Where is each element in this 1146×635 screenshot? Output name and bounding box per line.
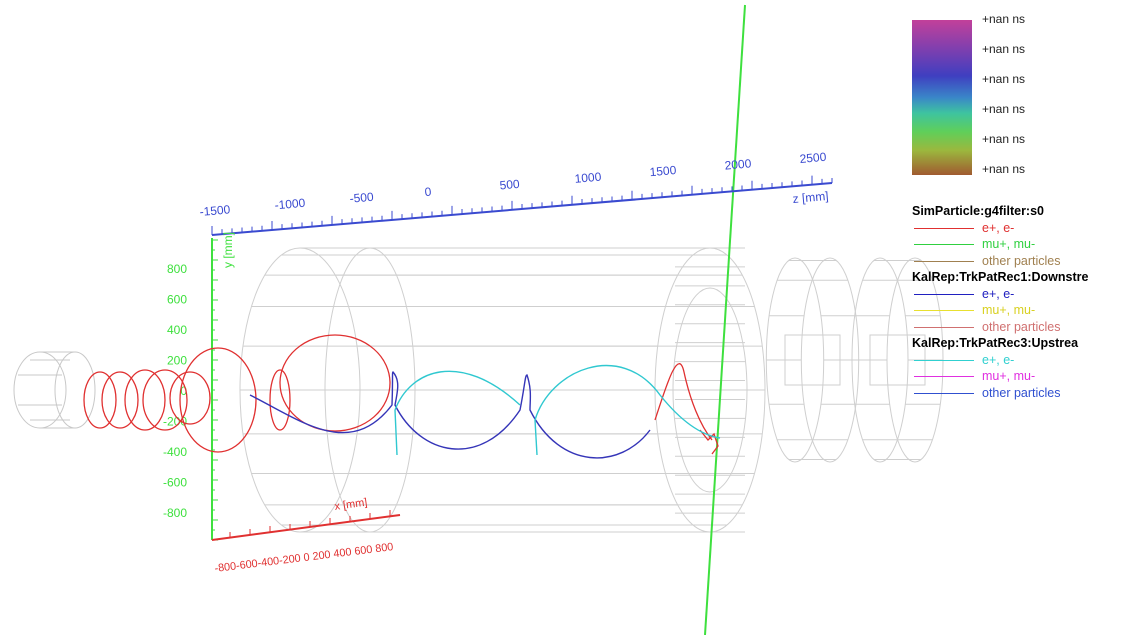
legend-item[interactable]: other particles xyxy=(912,385,1146,402)
x-axis-tick-labels: -800-600-400-200 0 200 400 600 800 xyxy=(214,541,394,575)
legend-item[interactable]: mu+, mu- xyxy=(912,302,1146,319)
legend-swatch xyxy=(914,376,974,377)
legend-swatch xyxy=(914,310,974,311)
y-axis-tick-label: 800 xyxy=(167,262,187,276)
z-axis-tick-label: 2000 xyxy=(724,156,752,172)
z-axis-tick-label: 0 xyxy=(424,185,432,200)
legend-swatch xyxy=(914,326,974,328)
legend-item[interactable]: mu+, mu- xyxy=(912,368,1146,385)
y-axis-tick-label: 600 xyxy=(167,293,187,307)
legend-item-label: e+, e- xyxy=(982,220,1015,235)
y-axis-tick-label: -200 xyxy=(163,415,187,429)
z-axis-tick-label: -1000 xyxy=(274,196,306,213)
downstream-electron-track xyxy=(249,371,651,459)
colorbar-label: +nan ns xyxy=(982,12,1026,26)
legend-item-label: mu+, mu- xyxy=(982,369,1036,383)
reference-line xyxy=(704,4,746,635)
z-axis-label: z [mm] xyxy=(792,189,829,206)
colorbar-label: +nan ns xyxy=(982,72,1026,86)
legend-item-label: mu+, mu- xyxy=(982,303,1036,317)
legend-swatch xyxy=(914,293,974,295)
colorbar-label: +nan ns xyxy=(982,102,1026,116)
legend-item[interactable]: e+, e- xyxy=(912,352,1146,369)
legend-group-title: KalRep:TrkPatRec1:Downstre xyxy=(912,270,1089,284)
legend-group-title: SimParticle:g4filter:s0 xyxy=(912,204,1044,218)
legend-item-label: e+, e- xyxy=(982,352,1015,367)
y-axis: 800 600 400 200 0 -200 -400 -600 -800 y [mm] xyxy=(163,232,235,541)
time-colorbar xyxy=(912,20,972,175)
z-axis-tick-label: 500 xyxy=(499,177,520,193)
legend-item[interactable]: e+, e- xyxy=(912,286,1146,303)
legend-item-label: other particles xyxy=(982,253,1061,268)
legend-group-title: KalRep:TrkPatRec3:Upstrea xyxy=(912,336,1079,350)
legend-swatch xyxy=(914,392,974,394)
legend-item[interactable]: e+, e- xyxy=(912,220,1146,237)
legend-swatch xyxy=(914,244,974,245)
z-axis-tick-label: 1000 xyxy=(574,170,602,186)
y-axis-label: y [mm] xyxy=(221,232,235,268)
legend-item[interactable]: other particles xyxy=(912,253,1146,270)
upstream-electron-track xyxy=(394,364,721,456)
target-cylinder xyxy=(13,351,96,429)
legend-swatch xyxy=(914,260,974,262)
colorbar-label: +nan ns xyxy=(982,132,1026,146)
legend-item-label: other particles xyxy=(982,319,1061,334)
legend-item[interactable]: other particles xyxy=(912,319,1146,336)
calorimeter-disks xyxy=(765,257,944,463)
legend-item-label: other particles xyxy=(982,385,1061,400)
y-axis-tick-label: 0 xyxy=(180,384,187,398)
colorbar-label: +nan ns xyxy=(982,162,1026,176)
z-axis-tick-label: 2500 xyxy=(799,150,827,166)
tracker-cylinder xyxy=(239,247,766,533)
z-axis-tick-label: 1500 xyxy=(649,163,677,179)
y-axis-tick-label: -800 xyxy=(163,506,187,520)
track-legend: SimParticle:g4filter:s0 e+, e- mu+, mu- … xyxy=(912,203,1146,401)
legend-item-label: mu+, mu- xyxy=(982,237,1036,251)
z-axis: -1500 -1000 -500 0 500 1000 1500 2000 2500 z [mm… xyxy=(199,150,833,236)
legend-swatch xyxy=(914,359,974,361)
z-axis-tick-label: -500 xyxy=(349,190,374,206)
y-axis-tick-label: 400 xyxy=(167,323,187,337)
y-axis-tick-label: -600 xyxy=(163,476,187,490)
x-axis-label: x [mm] xyxy=(334,496,368,512)
y-axis-tick-label: -400 xyxy=(163,445,187,459)
legend-item-label: e+, e- xyxy=(982,286,1015,301)
z-axis-tick-label: -1500 xyxy=(199,202,231,219)
x-axis: x [mm] -800-600-400-200 0 200 400 600 80… xyxy=(211,496,401,575)
legend-swatch xyxy=(914,227,974,229)
y-axis-tick-label: 200 xyxy=(167,354,187,368)
legend-item[interactable]: mu+, mu- xyxy=(912,236,1146,253)
colorbar-label: +nan ns xyxy=(982,42,1026,56)
sim-electron-track xyxy=(83,334,719,455)
